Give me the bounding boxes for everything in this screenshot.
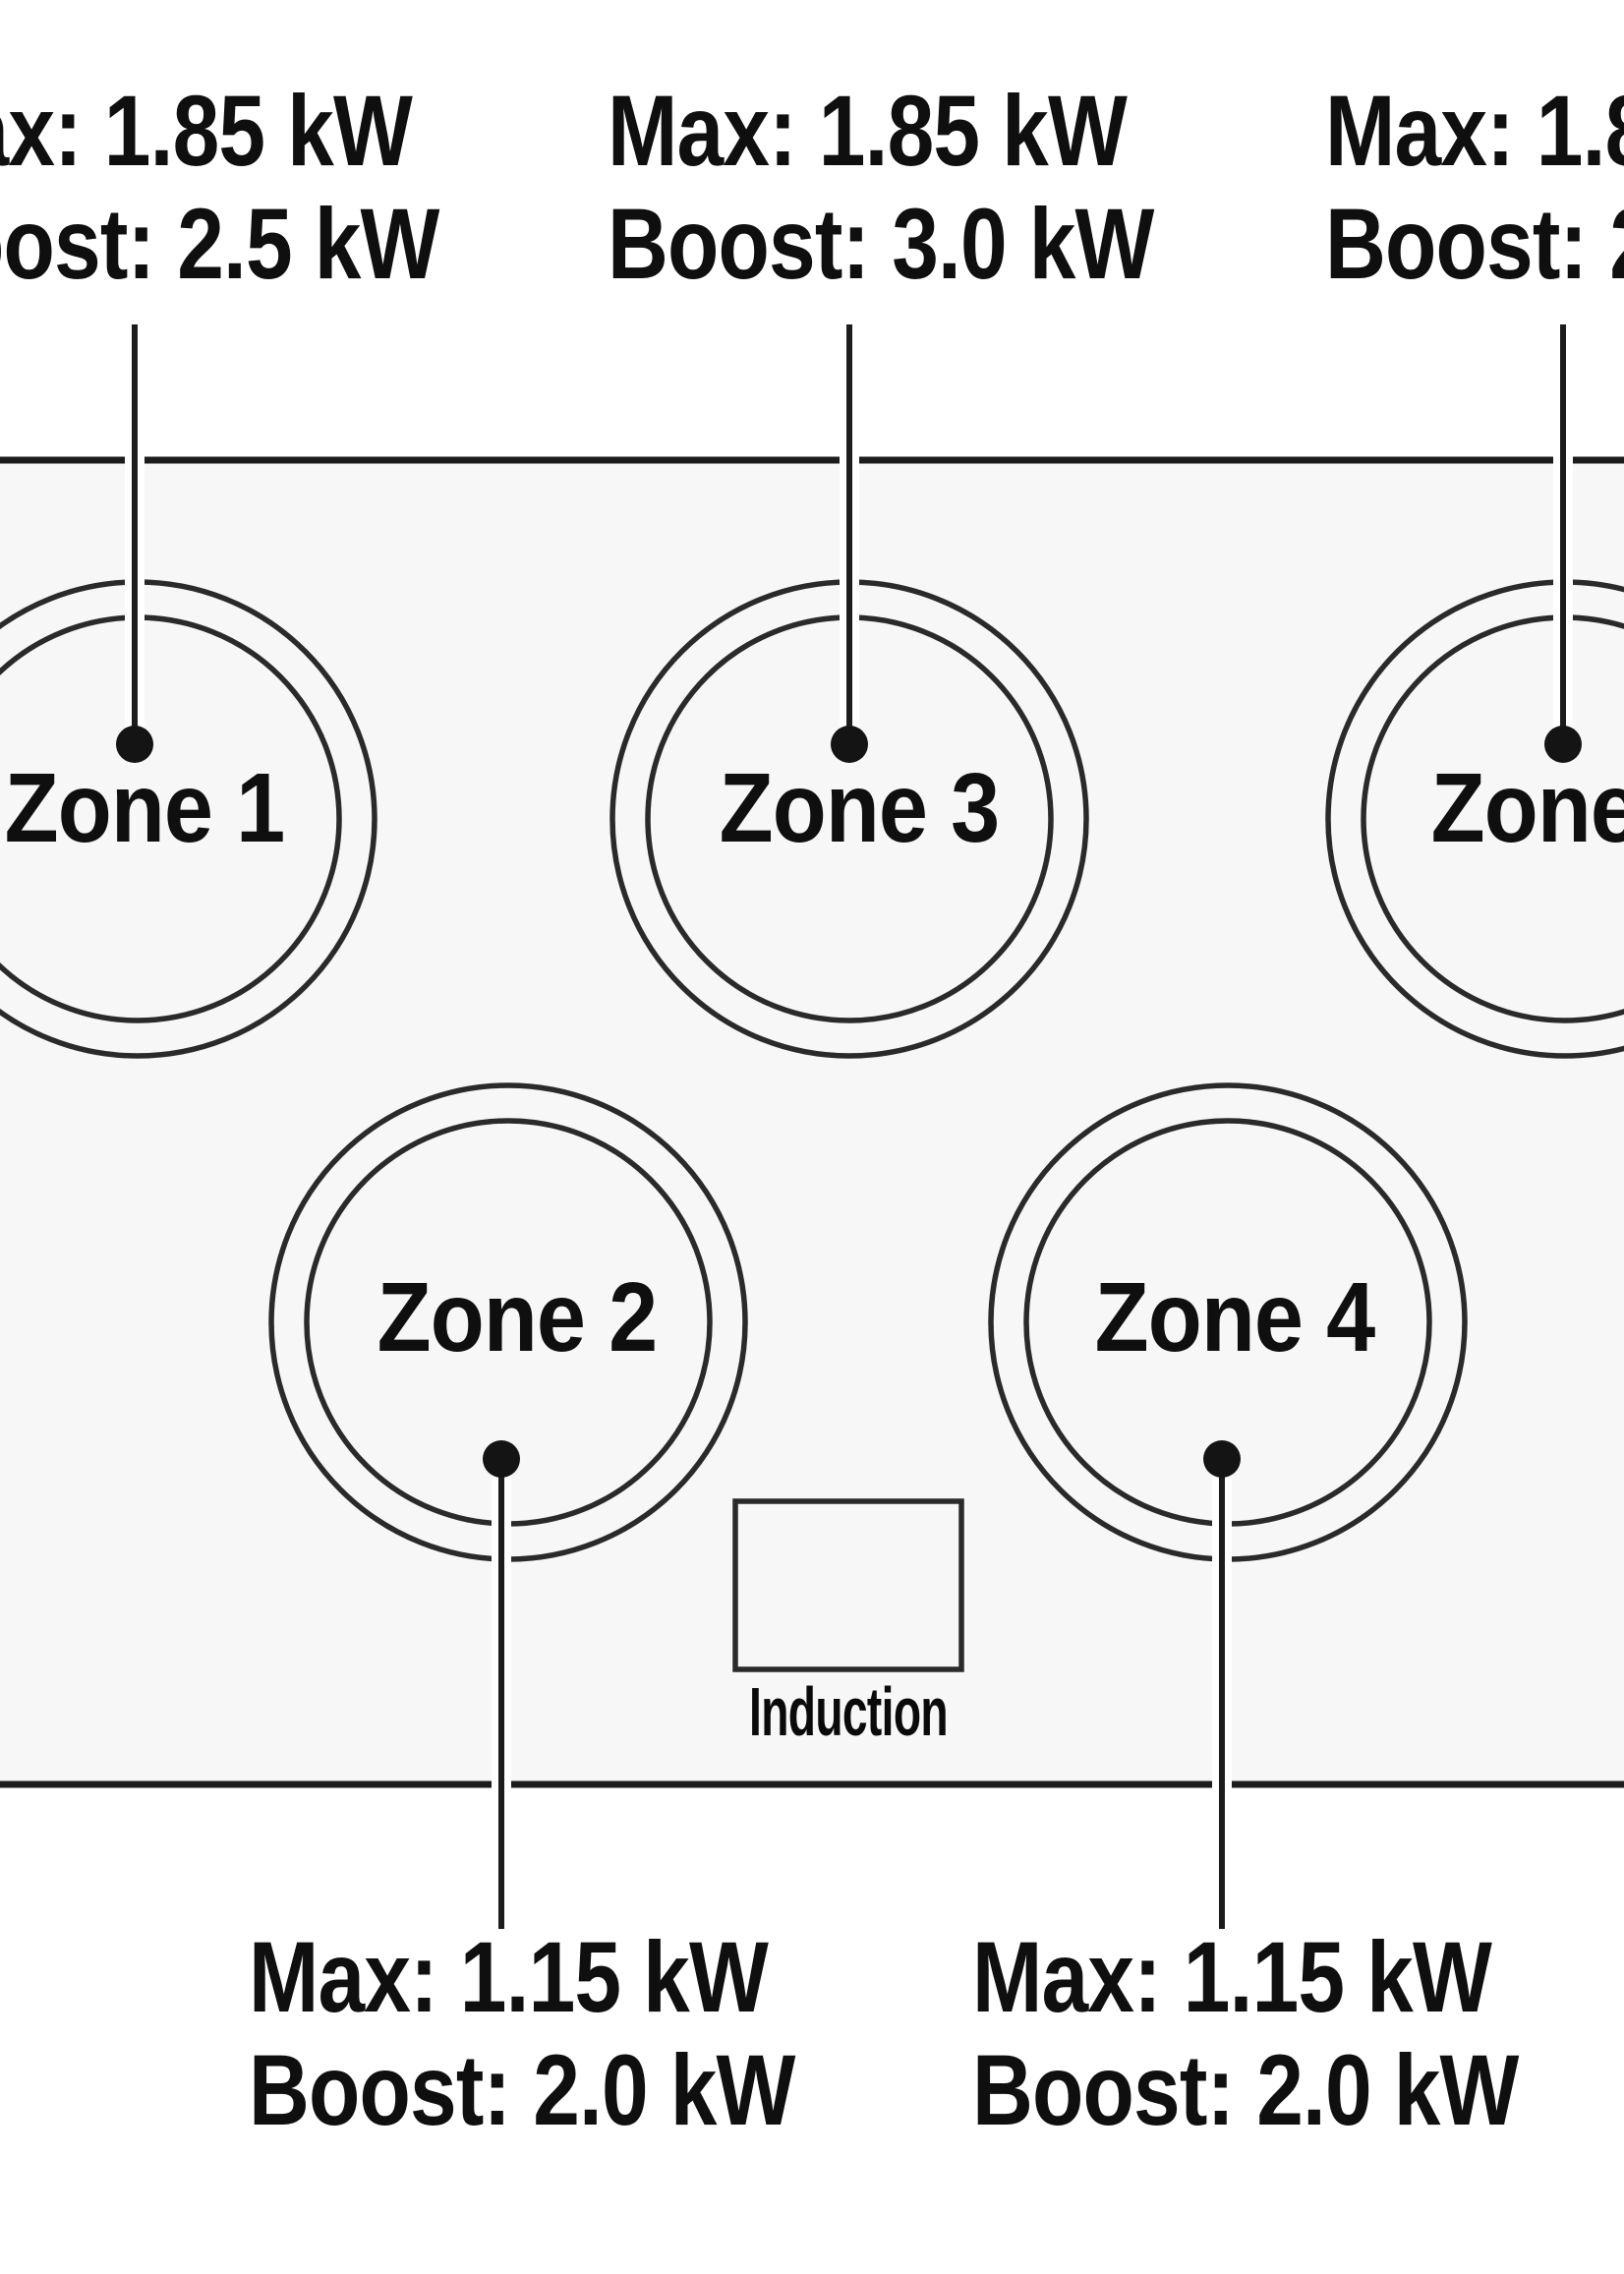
zone5-label: Zone 5 [1430,753,1624,863]
zone4-callout-dot [1203,1440,1241,1478]
zone1-boost-label: Boost: 2.5 kW [0,188,439,300]
zone5-max-label: Max: 1.85 kW [1325,75,1624,187]
zone2-max-label: Max: 1.15 kW [249,1921,769,2033]
zone2-boost-label: Boost: 2.0 kW [249,2034,795,2146]
zone5-boost-label: Boost: 2.5 kW [1325,188,1624,300]
zone4-boost-label: Boost: 2.0 kW [972,2034,1519,2146]
zone3-callout-dot [831,726,868,763]
zone3-label: Zone 3 [719,753,1001,863]
zone1-power-spec: Max: 1.85 kW Boost: 2.5 kW [0,75,439,301]
zone3-max-label: Max: 1.85 kW [608,75,1128,187]
zone5-callout-dot [1544,726,1582,763]
zone1-max-label: Max: 1.85 kW [0,75,413,187]
zone3-power-spec: Max: 1.85 kW Boost: 3.0 kW [608,75,1154,301]
zone4-label: Zone 4 [1094,1262,1376,1372]
zone4-max-label: Max: 1.15 kW [972,1921,1492,2033]
zone1-callout-dot [116,726,153,763]
zone3-boost-label: Boost: 3.0 kW [608,188,1154,300]
induction-module-box [732,1498,964,1672]
induction-module-label: Induction [749,1673,949,1750]
zone4-power-spec: Max: 1.15 kW Boost: 2.0 kW [972,1921,1519,2147]
zone1-label: Zone 1 [4,753,286,863]
zone2-callout-dot [483,1440,520,1478]
cooktop-surface [0,460,1624,1784]
zone2-power-spec: Max: 1.15 kW Boost: 2.0 kW [249,1921,795,2147]
zone2-label: Zone 2 [377,1262,659,1372]
zone5-power-spec: Max: 1.85 kW Boost: 2.5 kW [1325,75,1624,301]
